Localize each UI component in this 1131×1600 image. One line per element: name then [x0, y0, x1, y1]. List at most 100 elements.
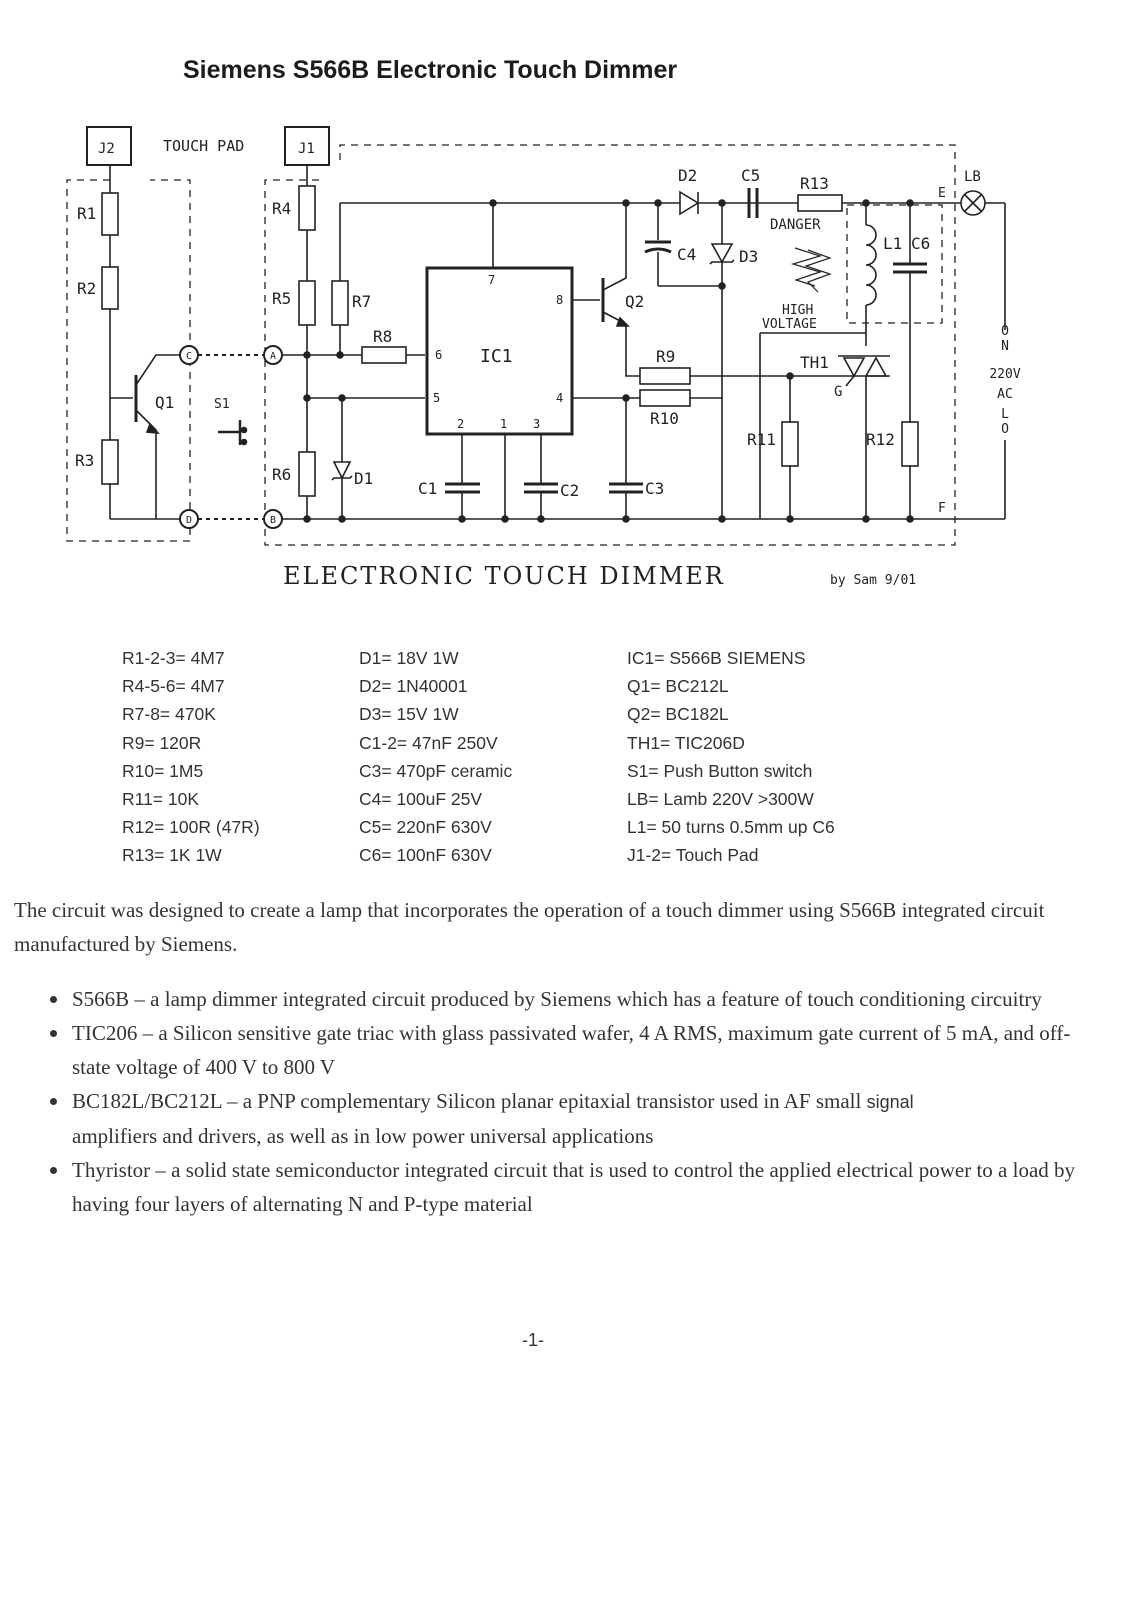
mains-lo-o: O — [1001, 422, 1009, 437]
part-item: L1= 50 turns 0.5mm up C6 — [627, 817, 835, 838]
label-r12: R12 — [866, 430, 895, 449]
note-text-continued: amplifiers and drivers, as well as in lo… — [72, 1124, 654, 1148]
label-lb: LB — [964, 169, 981, 185]
mains-lo-l: L — [1001, 407, 1009, 422]
label-c5: C5 — [741, 166, 760, 185]
label-th1: TH1 — [800, 353, 829, 372]
label-r3: R3 — [75, 451, 94, 470]
node-c: C — [186, 351, 192, 362]
label-q2: Q2 — [625, 292, 644, 311]
part-item: C5= 220nF 630V — [359, 817, 492, 838]
label-r10: R10 — [650, 409, 679, 428]
label-f: F — [938, 501, 946, 516]
part-item: D3= 15V 1W — [359, 704, 459, 725]
label-r6: R6 — [272, 465, 291, 484]
page-number: -1- — [522, 1330, 544, 1350]
part-item: R7-8= 470K — [122, 704, 216, 725]
part-item: C3= 470pF ceramic — [359, 760, 513, 781]
label-r11: R11 — [747, 430, 776, 449]
label-d3: D3 — [739, 247, 758, 266]
component-notes-list: S566B – a lamp dimmer integrated circuit… — [48, 982, 1108, 1221]
parts-list-resistors: R1-2-3= 4M7 R4-5-6= 4M7 R7-8= 470K R9= 1… — [122, 644, 260, 870]
mains-ac: AC — [997, 387, 1013, 402]
part-item: C1-2= 47nF 250V — [359, 732, 498, 753]
label-danger: DANGER — [770, 217, 821, 233]
list-item: TIC206 – a Silicon sensitive gate triac … — [48, 1016, 1108, 1084]
label-j2: J2 — [98, 141, 115, 157]
parts-list-diodes-caps: D1= 18V 1W D2= 1N40001 D3= 15V 1W C1-2= … — [359, 644, 512, 870]
part-item: LB= Lamb 220V >300W — [627, 789, 814, 810]
label-d2: D2 — [678, 166, 697, 185]
part-item: S1= Push Button switch — [627, 760, 813, 781]
note-text: BC182L/BC212L – a PNP complementary Sili… — [72, 1089, 862, 1113]
label-j1: J1 — [298, 141, 315, 157]
label-c2: C2 — [560, 481, 579, 500]
label-s1: S1 — [214, 397, 230, 412]
label-r5: R5 — [272, 289, 291, 308]
list-item: S566B – a lamp dimmer integrated circuit… — [48, 982, 1108, 1016]
bullet-icon — [50, 1098, 57, 1105]
pin-1: 1 — [500, 417, 507, 431]
pin-2: 2 — [457, 417, 464, 431]
list-item: BC182L/BC212L – a PNP complementary Sili… — [48, 1084, 1108, 1153]
note-text: S566B – a lamp dimmer integrated circuit… — [72, 987, 1042, 1011]
label-e: E — [938, 186, 946, 201]
part-item: Q1= BC212L — [627, 676, 729, 697]
part-item: C4= 100uF 25V — [359, 789, 483, 810]
bullet-icon — [50, 1167, 57, 1174]
schematic-caption: ELECTRONIC TOUCH DIMMER — [283, 562, 725, 590]
note-text: Thyristor – a solid state semiconductor … — [72, 1158, 1076, 1216]
label-c4: C4 — [677, 245, 696, 264]
label-r4: R4 — [272, 199, 291, 218]
label-ic1: IC1 — [480, 346, 513, 367]
note-text: TIC206 – a Silicon sensitive gate triac … — [72, 1021, 1071, 1079]
part-item: TH1= TIC206D — [627, 732, 745, 753]
part-item: Q2= BC182L — [627, 704, 729, 725]
mains-on-n: N — [1001, 339, 1009, 354]
label-r9: R9 — [656, 347, 675, 366]
pin-7: 7 — [488, 273, 495, 287]
mains-on-o: O — [1001, 324, 1009, 339]
part-item: R11= 10K — [122, 789, 200, 810]
label-r13: R13 — [800, 174, 829, 193]
part-item: R12= 100R (47R) — [122, 817, 260, 838]
document-title: Siemens S566B Electronic Touch Dimmer — [183, 56, 678, 84]
part-item: IC1= S566B SIEMENS — [627, 648, 806, 668]
list-item: Thyristor – a solid state semiconductor … — [48, 1153, 1108, 1221]
label-high: HIGH — [782, 303, 813, 318]
node-d: D — [186, 515, 192, 526]
node-b: B — [270, 515, 276, 526]
label-g: G — [834, 384, 842, 400]
part-item: D1= 18V 1W — [359, 648, 459, 668]
pin-6: 6 — [435, 348, 442, 362]
part-item: R9= 120R — [122, 732, 202, 753]
part-item: D2= 1N40001 — [359, 676, 468, 697]
label-q1: Q1 — [155, 393, 174, 412]
bullet-icon — [50, 1030, 57, 1037]
label-r7: R7 — [352, 292, 371, 311]
label-d1: D1 — [354, 469, 373, 488]
intro-paragraph: The circuit was designed to create a lam… — [14, 898, 1045, 956]
part-item: J1-2= Touch Pad — [627, 845, 759, 866]
label-voltage: VOLTAGE — [762, 317, 817, 332]
parts-list-semis: IC1= S566B SIEMENS Q1= BC212L Q2= BC182L… — [627, 644, 835, 870]
node-a: A — [270, 351, 276, 362]
pin-4: 4 — [556, 391, 563, 405]
circuit-schematic: J2 J1 TOUCH PAD C D A B — [66, 126, 1021, 590]
label-c6: C6 — [911, 234, 930, 253]
mains-voltage: 220V — [989, 367, 1020, 382]
part-item: R10= 1M5 — [122, 760, 204, 781]
label-touch-pad: TOUCH PAD — [163, 137, 244, 155]
part-item: R13= 1K 1W — [122, 845, 222, 866]
pin-3: 3 — [533, 417, 540, 431]
pin-8: 8 — [556, 293, 563, 307]
note-text-signal: signal — [866, 1092, 914, 1112]
part-item: R4-5-6= 4M7 — [122, 676, 225, 697]
label-c3: C3 — [645, 479, 664, 498]
label-r8: R8 — [373, 327, 392, 346]
part-item: R1-2-3= 4M7 — [122, 648, 225, 668]
label-c1: C1 — [418, 479, 437, 498]
part-item: C6= 100nF 630V — [359, 845, 492, 866]
pin-5: 5 — [433, 391, 440, 405]
schematic-author: by Sam 9/01 — [830, 573, 916, 588]
